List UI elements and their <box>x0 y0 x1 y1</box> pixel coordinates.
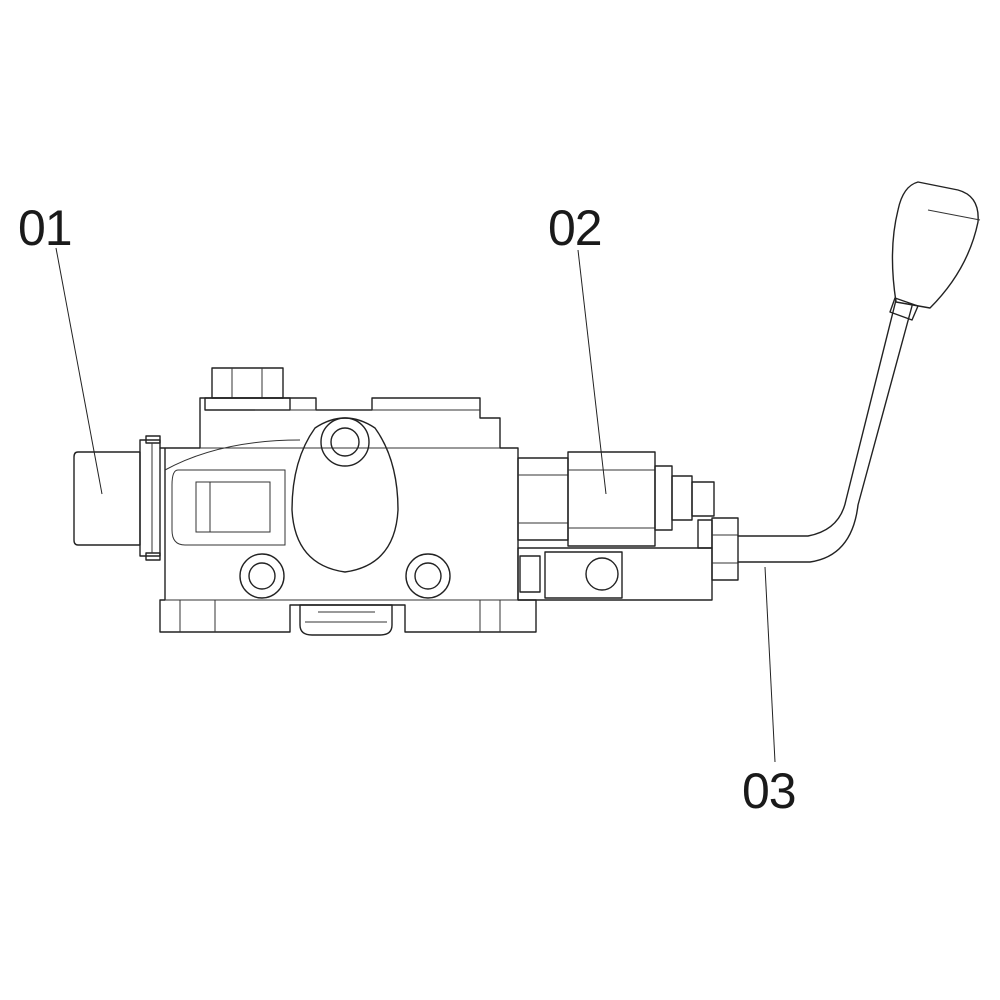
leader-line-02 <box>577 249 607 495</box>
lever-linkage-block <box>517 517 739 601</box>
part-03-lever[interactable] <box>737 181 981 563</box>
callout-label-02: 02 <box>548 200 603 256</box>
callout-label-01: 01 <box>18 200 73 256</box>
callout-label-03: 03 <box>742 763 797 819</box>
part-02-cartridge[interactable] <box>517 451 715 547</box>
part-01-end-cap[interactable] <box>73 435 161 561</box>
leader-line-01 <box>55 247 103 495</box>
valve-body <box>159 367 537 636</box>
leader-line-03 <box>764 566 776 763</box>
